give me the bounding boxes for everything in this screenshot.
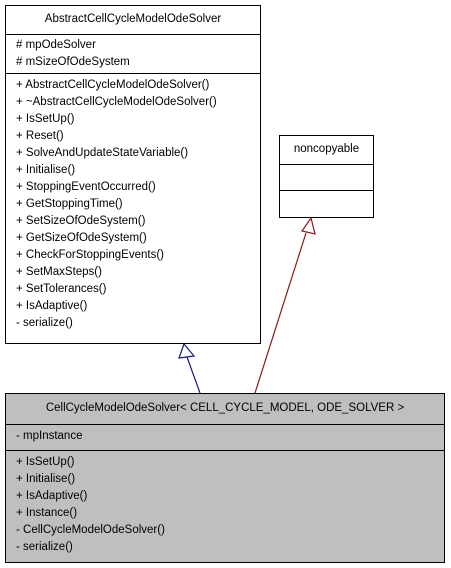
method: + ~AbstractCellCycleModelOdeSolver() bbox=[16, 96, 217, 108]
class-name: noncopyable bbox=[293, 143, 360, 155]
class-cell-cycle-model-ode-solver[interactable]: CellCycleModelOdeSolver< CELL_CYCLE_MODE… bbox=[5, 393, 445, 563]
methods-section: + IsSetUp() + Initialise() + IsAdaptive(… bbox=[6, 450, 444, 559]
method: + IsAdaptive() bbox=[16, 300, 88, 312]
method: + IsSetUp() bbox=[16, 113, 75, 125]
method: + StoppingEventOccurred() bbox=[16, 181, 156, 193]
arrowhead-abstract bbox=[178, 342, 196, 359]
method: + CheckForStoppingEvents() bbox=[16, 249, 164, 261]
class-name: CellCycleModelOdeSolver< CELL_CYCLE_MODE… bbox=[45, 402, 405, 414]
class-name: AbstractCellCycleModelOdeSolver bbox=[44, 13, 222, 25]
attribute: - mpInstance bbox=[16, 430, 83, 442]
method: - CellCycleModelOdeSolver() bbox=[16, 524, 165, 536]
method: + IsSetUp() bbox=[16, 456, 75, 468]
attributes-section: # mpOdeSolver # mSizeOfOdeSystem bbox=[6, 34, 260, 73]
method: + SetMaxSteps() bbox=[16, 266, 102, 278]
method: + SetTolerances() bbox=[16, 283, 107, 295]
attributes-section bbox=[280, 164, 373, 190]
methods-section: + AbstractCellCycleModelOdeSolver() + ~A… bbox=[6, 73, 260, 335]
method: + Initialise() bbox=[16, 473, 76, 485]
attribute: # mpOdeSolver bbox=[16, 39, 96, 51]
edge-derived-to-abstract bbox=[186, 356, 201, 394]
method: + GetStoppingTime() bbox=[16, 198, 123, 210]
class-abstract-cell-cycle-model-ode-solver[interactable]: AbstractCellCycleModelOdeSolver # mpOdeS… bbox=[5, 5, 261, 344]
method: + Reset() bbox=[16, 130, 64, 142]
method: - serialize() bbox=[16, 541, 73, 553]
arrowhead-noncopyable bbox=[301, 216, 316, 235]
method: + SetSizeOfOdeSystem() bbox=[16, 215, 146, 227]
attributes-section: - mpInstance bbox=[6, 424, 444, 450]
method: + GetSizeOfOdeSystem() bbox=[16, 232, 147, 244]
edge-derived-to-noncopyable bbox=[254, 232, 307, 394]
method: + Initialise() bbox=[16, 164, 76, 176]
method: + Instance() bbox=[16, 507, 78, 519]
method: + AbstractCellCycleModelOdeSolver() bbox=[16, 79, 210, 91]
method: - serialize() bbox=[16, 317, 73, 329]
class-noncopyable[interactable]: noncopyable bbox=[279, 135, 374, 218]
attribute: # mSizeOfOdeSystem bbox=[16, 56, 130, 68]
methods-section bbox=[280, 190, 373, 217]
method: + SolveAndUpdateStateVariable() bbox=[16, 147, 189, 159]
method: + IsAdaptive() bbox=[16, 490, 88, 502]
